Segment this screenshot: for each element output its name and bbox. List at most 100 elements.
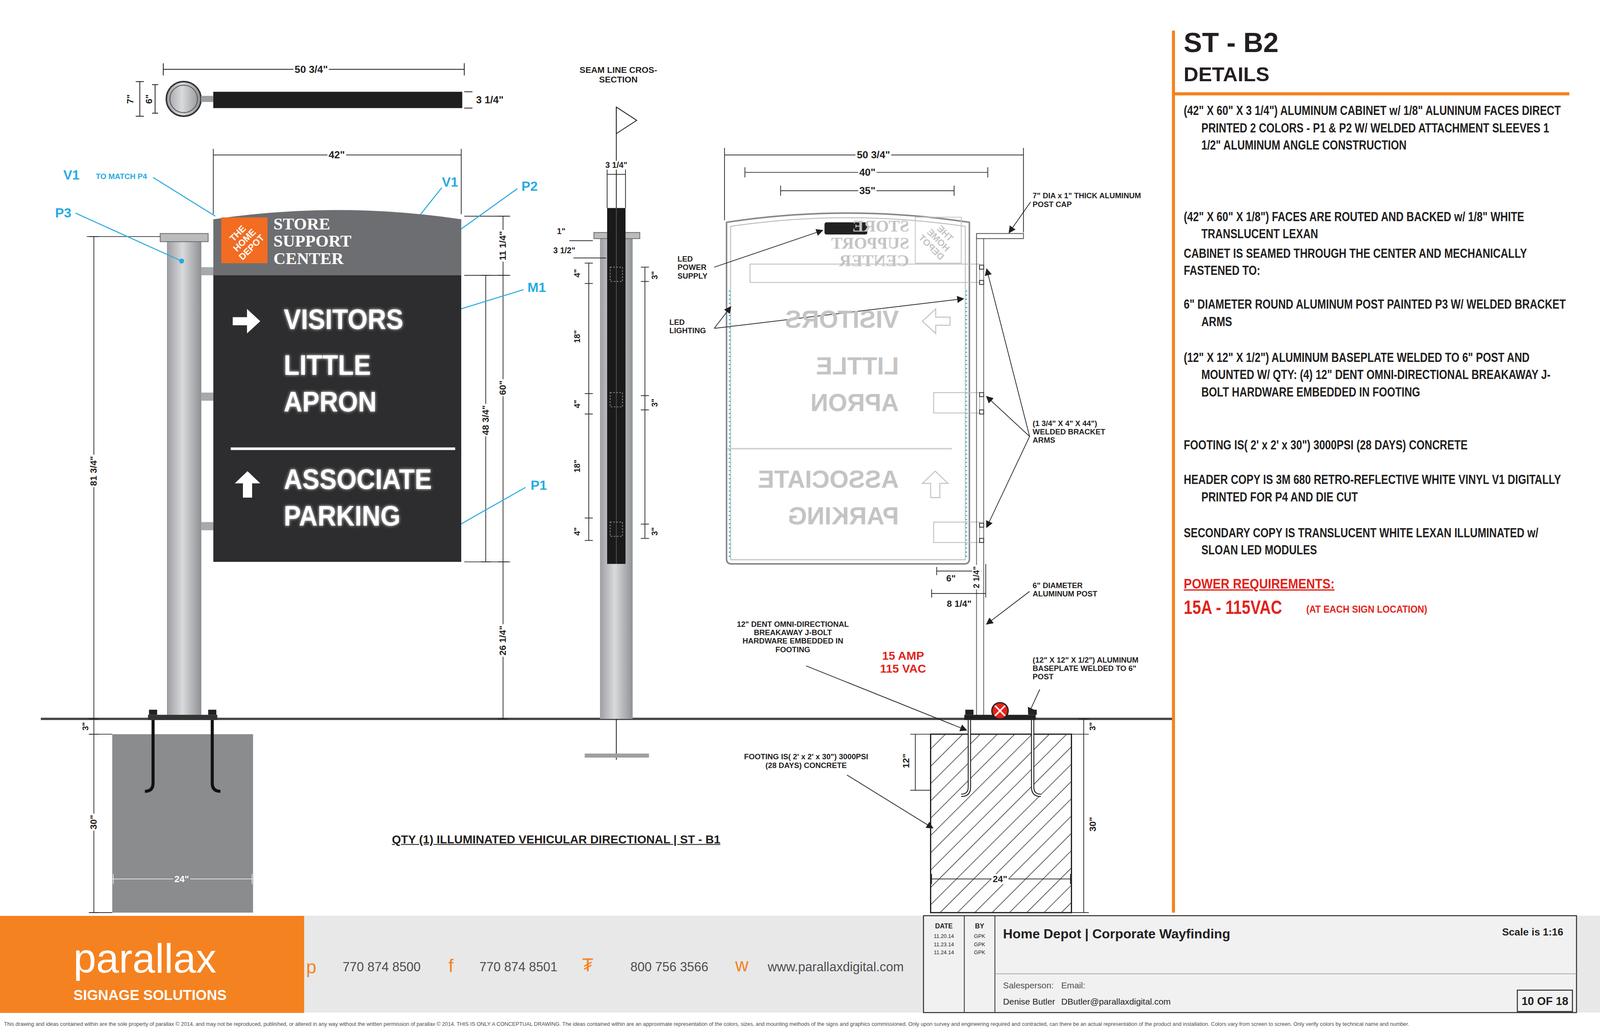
annotation: Scale is 1:16 <box>1502 927 1564 939</box>
seam-cross-section-part <box>584 753 649 758</box>
plan-view-part <box>135 81 145 83</box>
annotation: 770 874 8501 <box>479 960 558 975</box>
footing-section-part <box>965 710 974 715</box>
rear-elevation-part-part <box>1009 202 1031 233</box>
annotation: 15A - 115VAC <box>1183 597 1283 619</box>
annotation: 15 AMP 115 VAC <box>872 650 934 676</box>
front-dimensions-part <box>464 561 510 563</box>
annotation: (1 3/4" X 4" X 44") WELDED BRACKET ARMS <box>1032 419 1127 445</box>
rear-elevation-part-part <box>986 436 1030 528</box>
footing-section-part-part <box>1071 912 1089 914</box>
drawing-caption: QTY (1) ILLUMINATED VEHICULAR DIRECTIONA… <box>391 833 720 847</box>
annotation: 6" DIAMETER ROUND ALUMINUM POST PAINTED … <box>1183 295 1569 331</box>
brand-panel: parallaxSIGNAGE SOLUTIONS <box>0 916 305 1014</box>
annotation: GPK <box>974 950 986 956</box>
front-dimensions-part <box>88 718 99 720</box>
annotation: 3" <box>81 722 91 731</box>
annotation: f <box>448 956 454 977</box>
annotation: 26 1/4" <box>497 624 508 658</box>
rear-elevation-part <box>933 392 980 414</box>
plan-view-part <box>154 84 156 114</box>
node-text: VISITORS <box>283 303 404 335</box>
rear-elevation-part <box>724 147 1024 598</box>
footing-section-part-part <box>931 874 933 885</box>
footing-section-part-part <box>915 734 916 791</box>
title-block-part <box>0 916 1600 1014</box>
annotation: Email: <box>1061 980 1086 991</box>
plan-view-part <box>139 81 141 117</box>
annotation: 770 874 8500 <box>342 960 421 975</box>
seam-cross-section-part-part <box>625 169 626 208</box>
rear-elevation-part-part <box>953 185 955 196</box>
annotation: 11 1/4" <box>497 230 508 262</box>
annotation: 11.20.14 <box>933 933 955 940</box>
annotation: 60" <box>497 379 508 397</box>
rear-elevation-part-part <box>714 230 823 268</box>
annotation: GPK <box>974 942 986 948</box>
annotation: P1 <box>530 478 548 493</box>
front-dimensions-part <box>497 275 508 276</box>
footing-section-part <box>930 734 1072 913</box>
callout-leaders-part <box>179 259 184 264</box>
callout-leaders-part <box>452 188 518 236</box>
title-block <box>0 916 1600 1014</box>
annotation: 18" <box>572 460 583 473</box>
arrow-right <box>232 309 260 334</box>
annotation: 4" <box>572 400 583 409</box>
annotation: VISITORS <box>745 305 899 333</box>
front-elevation-part <box>160 233 208 243</box>
annotation: 2 1/4" <box>972 565 982 590</box>
rear-elevation-part <box>728 290 731 558</box>
seam-cross-section-part-part <box>640 395 650 397</box>
seam-cross-section-part-part <box>584 540 593 542</box>
annotation: 24" <box>172 874 190 885</box>
annotation: DATE <box>935 922 953 931</box>
annotation: POWER REQUIREMENTS: <box>1183 576 1335 592</box>
annotation: 1" <box>557 227 566 237</box>
annotation: 40" <box>857 166 877 178</box>
header-band: STORE SUPPORT CENTERTHE HOME DEPOT <box>213 207 462 276</box>
seam-cross-section-part <box>616 107 637 134</box>
plan-view-part <box>170 85 198 113</box>
rear-elevation-part <box>727 447 953 450</box>
seam-cross-section-part <box>610 522 623 537</box>
annotation: 7" <box>125 94 136 104</box>
annotation: Salesperson: <box>1002 980 1054 991</box>
seam-cross-section-part-part <box>640 524 650 525</box>
front-dimensions-part <box>464 215 510 217</box>
plan-view-part <box>464 107 473 109</box>
rear-elevation-part-part <box>931 593 986 595</box>
seam-cross-section-part-part <box>584 393 593 395</box>
annotation: CABINET IS SEAMED THROUGH THE CENTER AND… <box>1183 245 1552 280</box>
annotation: P3 <box>55 205 72 221</box>
title-block-part <box>1517 990 1573 1012</box>
footing-section-part-part <box>1070 874 1071 885</box>
annotation: 3 1/2" <box>553 246 576 256</box>
footing-section-part-part <box>910 790 931 792</box>
title-block-part <box>995 973 1577 975</box>
annotation: w <box>735 955 749 975</box>
annotation: 3" <box>650 271 660 280</box>
footing-section-part <box>1032 720 1041 796</box>
annotation: (42" X 60" X 1/8") FACES ARE ROUTED AND … <box>1183 208 1569 243</box>
annotation: DETAILS <box>1183 63 1270 86</box>
annotation: TO MATCH P4 <box>95 172 148 181</box>
annotation: P2 <box>521 179 538 195</box>
annotation: 6" <box>143 94 154 104</box>
annotation: 4" <box>572 269 583 278</box>
sign-face: VISITORSLITTLE APRONASSOCIATE PARKING <box>213 275 462 563</box>
front-elevation-part <box>200 522 215 531</box>
rear-elevation-part-part <box>986 591 1030 625</box>
front-elevation-part <box>208 710 217 715</box>
annotation: 7" DIA x 1" THICK ALUMINUM POST CAP <box>1032 191 1150 209</box>
node-text: LITTLE APRON <box>283 347 431 421</box>
front-elevation-part <box>145 720 154 792</box>
node-text: SIGNAGE SOLUTIONS <box>73 987 227 1004</box>
header-shape <box>213 210 462 276</box>
node-text: THE HOME DEPOT <box>219 215 270 265</box>
plan-view-part <box>464 91 473 93</box>
annotation: LITTLE APRON <box>766 347 899 422</box>
annotation: 50 3/4" <box>293 63 330 75</box>
panel-rules-part <box>1173 92 1570 96</box>
rear-elevation-part-part <box>780 185 782 196</box>
